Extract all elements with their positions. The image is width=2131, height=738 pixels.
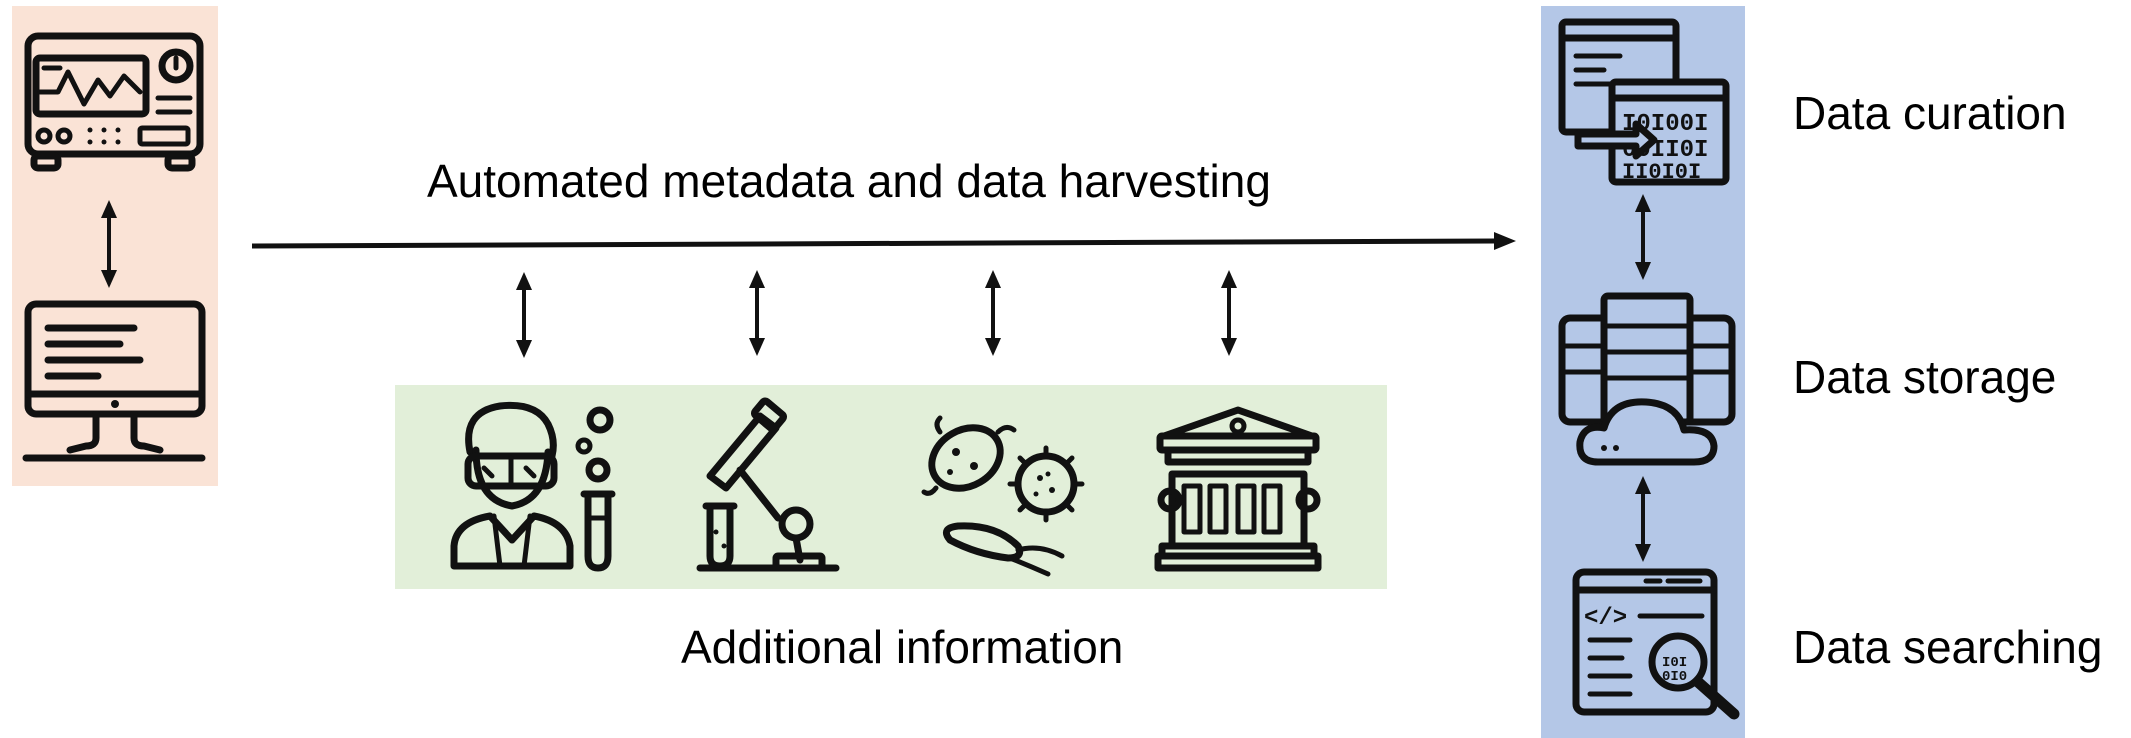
monitor-icon xyxy=(22,300,206,462)
svg-text:0I0: 0I0 xyxy=(1662,669,1687,685)
data-curation-icon: I0I00I 00II0I II0I0I xyxy=(1558,18,1730,186)
info-arrow-2 xyxy=(749,270,765,356)
stage-label-curation: Data curation xyxy=(1793,87,2067,139)
oscilloscope-icon xyxy=(24,32,204,172)
harvesting-label: Automated metadata and data harvesting xyxy=(427,155,1271,207)
svg-text:</>: </> xyxy=(1584,605,1627,632)
svg-text:I0I: I0I xyxy=(1662,655,1687,671)
storage-searching-arrow xyxy=(1635,476,1651,562)
curation-storage-arrow xyxy=(1635,194,1651,280)
instrument-computer-arrow xyxy=(101,200,117,288)
scientist-icon xyxy=(450,401,616,572)
stage-label-searching: Data searching xyxy=(1793,621,2103,673)
svg-text:II0I0I: II0I0I xyxy=(1622,160,1701,185)
additional-info-label: Additional information xyxy=(681,621,1124,673)
stage-label-storage: Data storage xyxy=(1793,351,2057,403)
info-arrow-4 xyxy=(1221,270,1237,356)
harvesting-arrow xyxy=(251,232,1516,250)
data-storage-icon xyxy=(1558,292,1736,466)
data-search-icon: </> I0I 0I0 xyxy=(1572,568,1740,720)
institution-icon xyxy=(1154,406,1322,572)
info-arrow-3 xyxy=(985,270,1001,356)
microscope-icon xyxy=(696,397,840,572)
info-arrows xyxy=(516,270,1237,358)
info-arrow-1 xyxy=(516,272,532,358)
microbes-icon xyxy=(921,415,1085,577)
